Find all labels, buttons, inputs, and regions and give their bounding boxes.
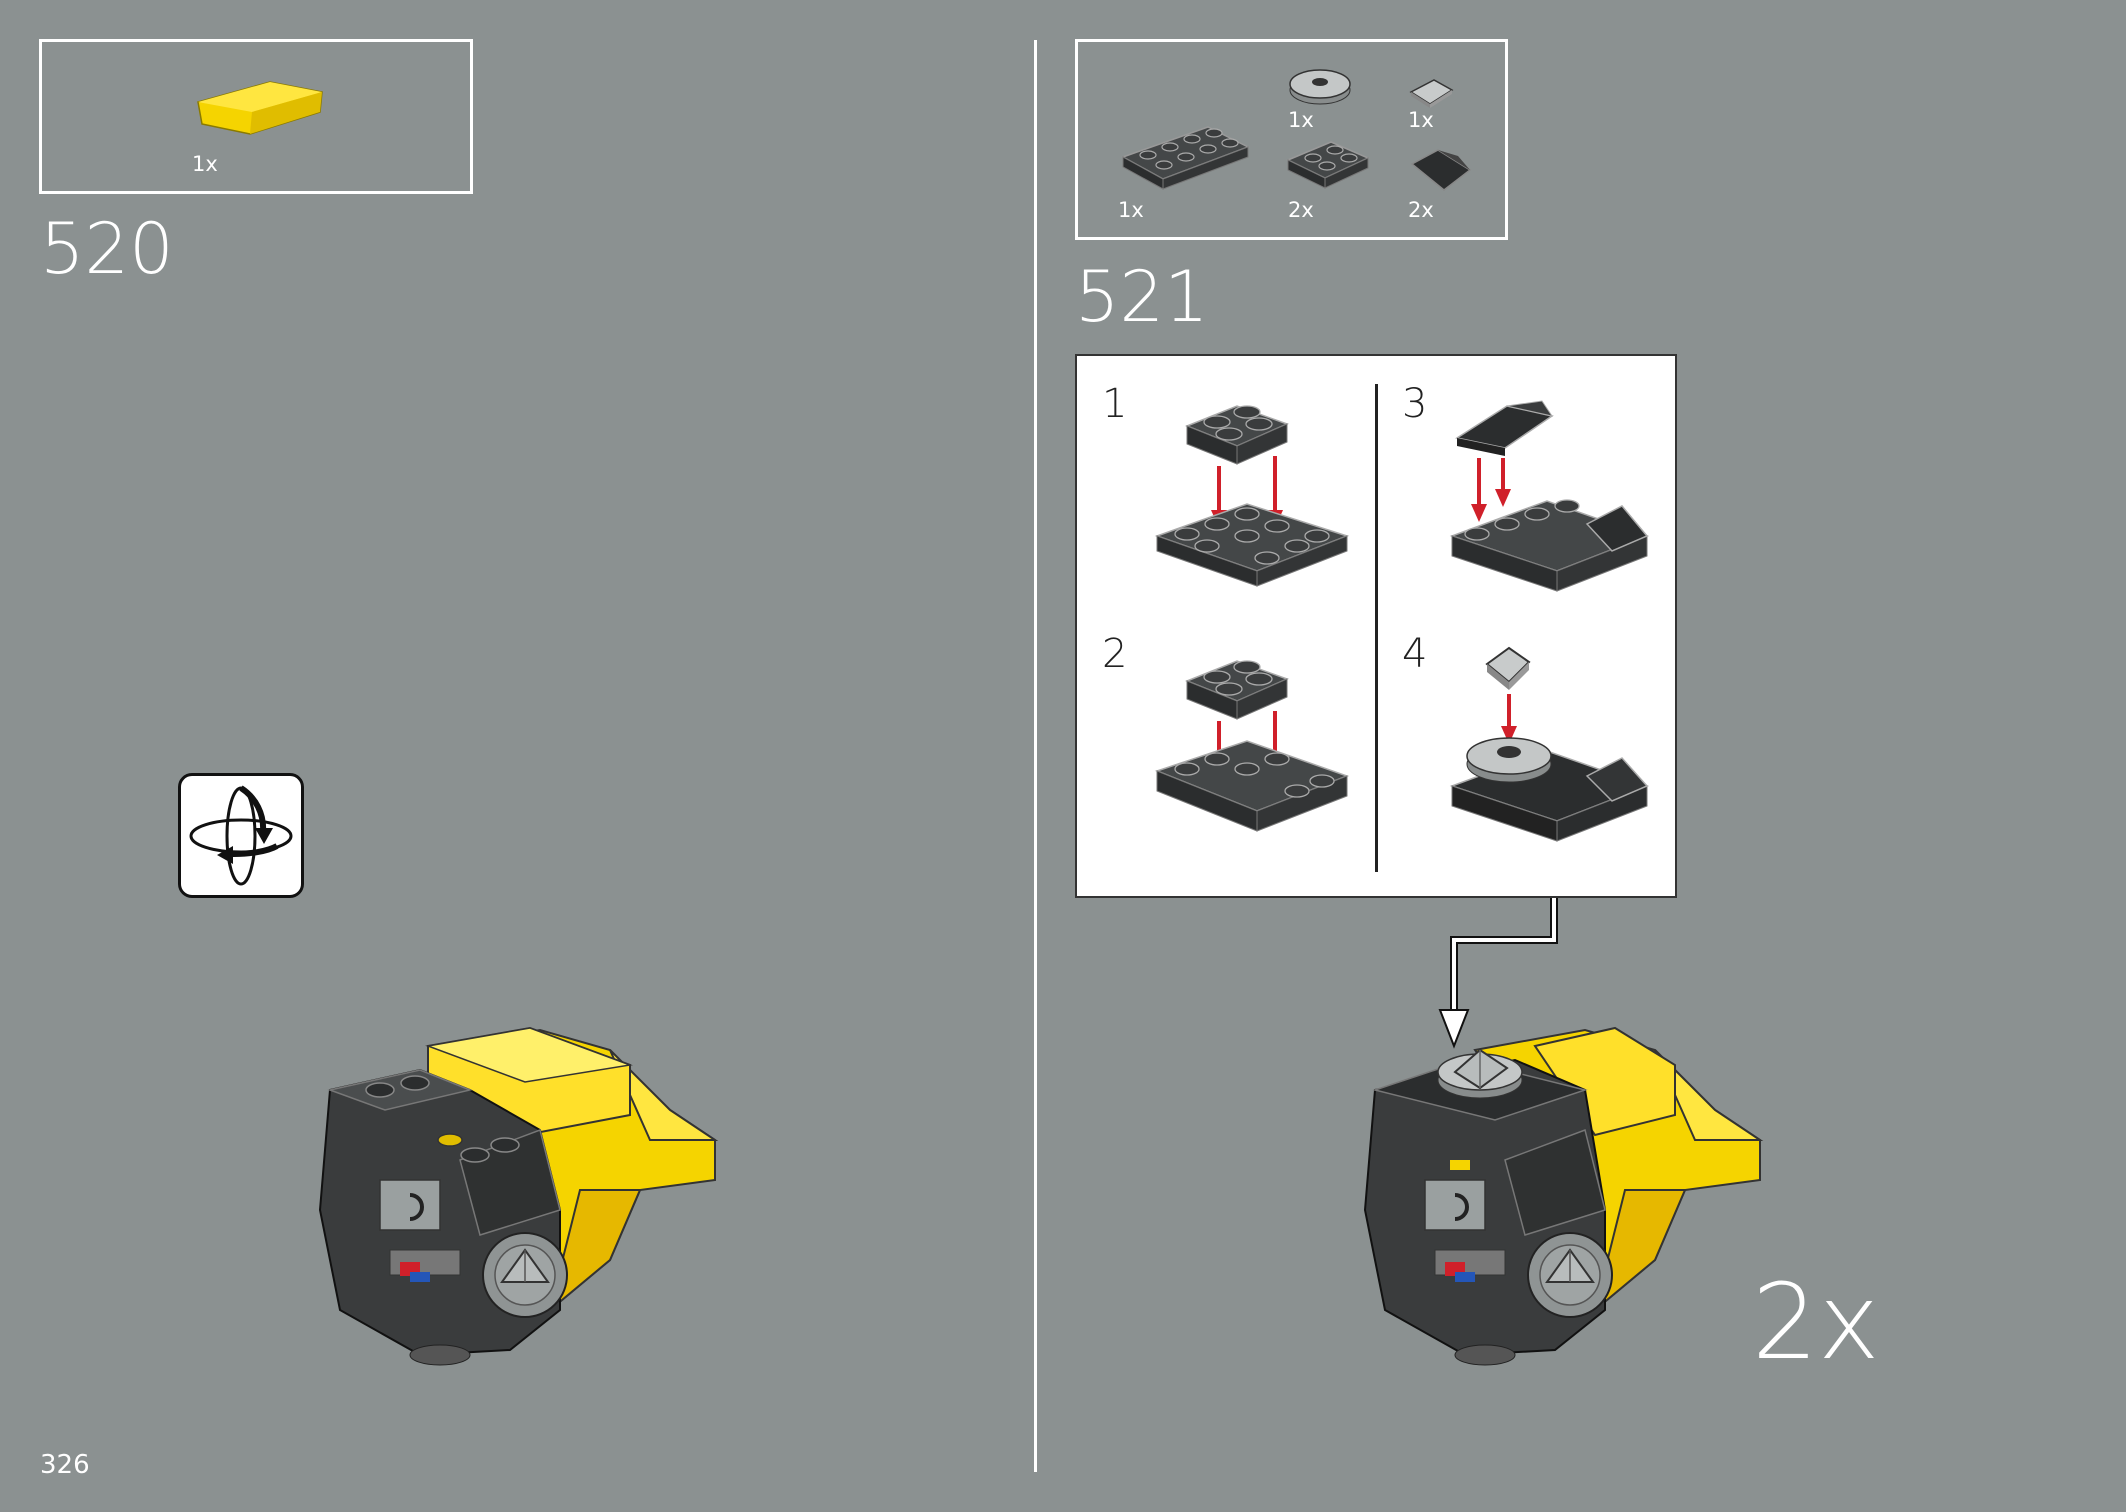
- substep-number-2: 2: [1102, 631, 1128, 677]
- parts-list-box-520: 1x: [39, 39, 473, 194]
- page-number: 326: [40, 1450, 90, 1480]
- yellow-curved-slope-icon: [197, 81, 323, 135]
- pyramid-tile-icon: [1409, 79, 1454, 108]
- part-qty: 1x: [1118, 198, 1144, 222]
- model-assembly-520: [318, 1026, 719, 1366]
- round-plate-icon: [1289, 69, 1351, 105]
- part-qty: 2x: [1408, 198, 1434, 222]
- part-qty: 1x: [192, 152, 218, 176]
- part-qty: 1x: [1408, 108, 1434, 132]
- plate-2x4-icon: [1121, 126, 1250, 190]
- step-number-520: 520: [40, 208, 174, 290]
- page-divider: [1034, 40, 1037, 1472]
- sub-assembly-callout: 1 2 3 4: [1075, 354, 1677, 898]
- rotate-model-indicator: [178, 773, 304, 898]
- substep-2-illustration: [1154, 660, 1350, 832]
- parts-list-box-521: 1x 1x 1x 2x 2x: [1075, 39, 1508, 240]
- step-number-521: 521: [1075, 256, 1209, 338]
- build-multiplier: 2x: [1752, 1261, 1880, 1383]
- substep-number-1: 1: [1102, 381, 1128, 427]
- callout-connector-arrow: [1438, 898, 1558, 1049]
- model-assembly-521: [1363, 1026, 1764, 1366]
- substep-number-4: 4: [1402, 631, 1428, 677]
- substep-3-illustration: [1449, 400, 1650, 592]
- rotate-model-icon: [189, 785, 293, 886]
- substep-4-illustration: [1449, 646, 1650, 842]
- plate-2x2-icon: [1286, 141, 1370, 189]
- callout-divider: [1375, 384, 1378, 872]
- slope-icon: [1410, 149, 1472, 191]
- substep-1-illustration: [1154, 405, 1350, 587]
- substep-number-3: 3: [1402, 381, 1428, 427]
- part-qty: 1x: [1288, 108, 1314, 132]
- part-qty: 2x: [1288, 198, 1314, 222]
